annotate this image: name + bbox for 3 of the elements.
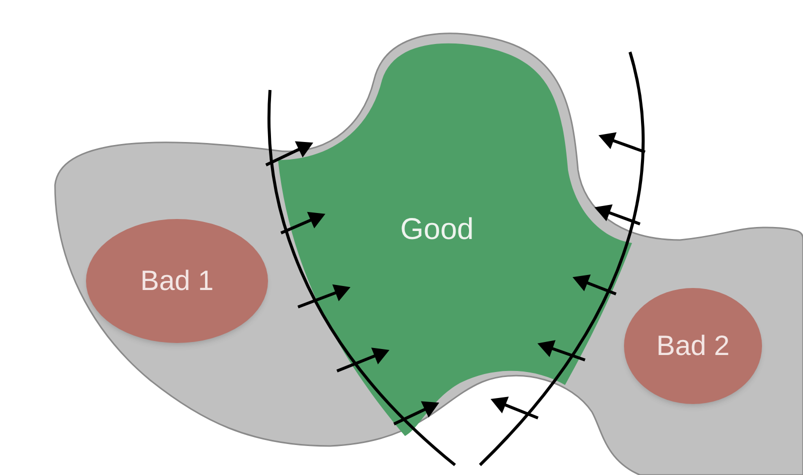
region-label: Bad 1 <box>140 267 214 295</box>
region-label: Good <box>400 215 474 245</box>
region-label: Bad 2 <box>656 332 730 360</box>
